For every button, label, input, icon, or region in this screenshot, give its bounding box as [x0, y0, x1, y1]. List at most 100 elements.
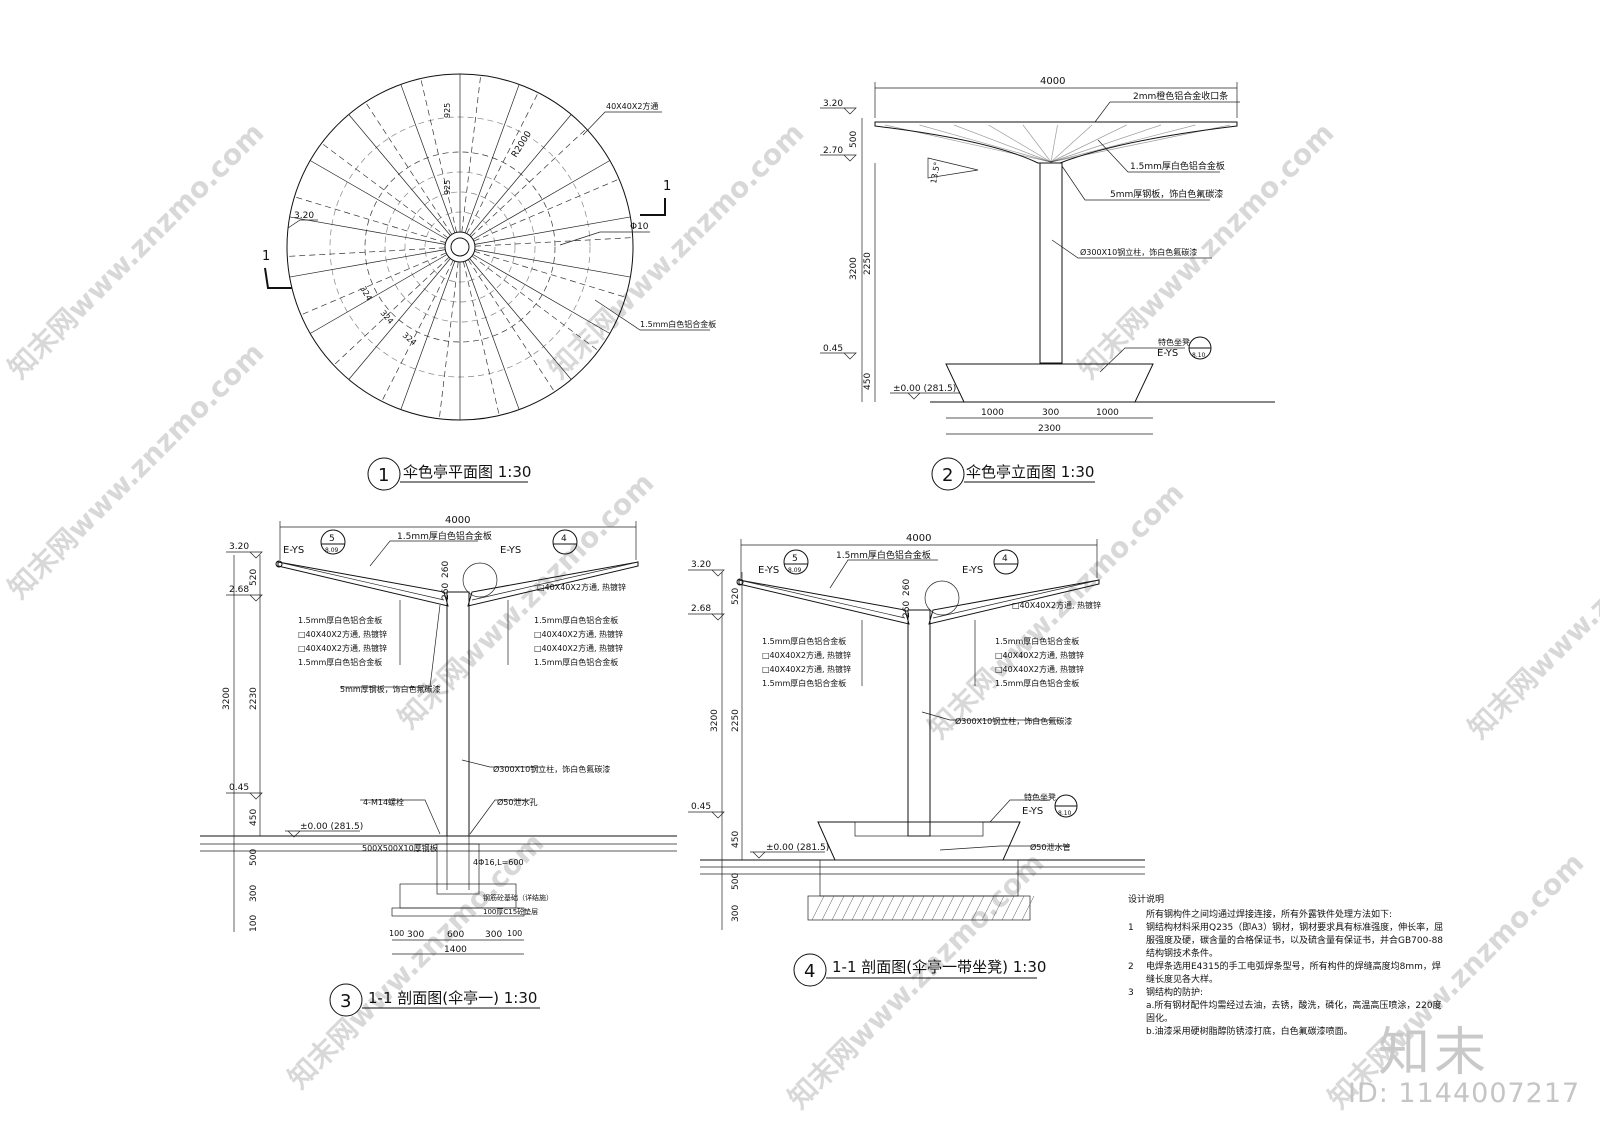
- dim-label: 500: [249, 849, 259, 866]
- note-number: 2: [1128, 962, 1134, 972]
- radial-rib: [289, 216, 446, 245]
- hatch-line: [821, 895, 835, 921]
- note-text: 钢结构的防护:: [1146, 988, 1204, 998]
- elevation-mark: [820, 352, 857, 360]
- canopy-rib: [277, 561, 445, 601]
- hatch-line: [1011, 895, 1025, 921]
- elevation-label: 3.20: [823, 99, 843, 109]
- dim-label: 500: [731, 873, 741, 890]
- dim-label: 2250: [731, 709, 741, 732]
- tube-label: □40X40X2方通, 热镀锌: [537, 582, 626, 592]
- radial-rib-dashed: [301, 252, 447, 315]
- edge-label: 2mm橙色铝合金收口条: [1133, 90, 1228, 102]
- leader-line: [1051, 239, 1212, 259]
- dim-label: 324: [378, 309, 395, 326]
- elevation-label: 3.20: [691, 560, 711, 570]
- leader-line: [369, 540, 478, 567]
- elevation-label: ±0.00 (281.5): [300, 822, 363, 832]
- radial-rib: [464, 260, 520, 410]
- radial-rib-dashed: [365, 102, 453, 235]
- detail-ref-number: 5: [792, 554, 798, 564]
- rod-label: Φ10: [630, 222, 649, 232]
- notes-heading: 设计说明: [1128, 895, 1165, 905]
- top-panel-label: 1.5mm厚白色铝合金板: [836, 549, 931, 561]
- radial-rib-dashed: [420, 79, 457, 233]
- hatch-line: [1001, 895, 1015, 921]
- drawing-number-badge: [931, 457, 965, 491]
- note-text: a.所有钢材配件均需经过去油，去锈，酸洗，磷化，高温高压喷涂，220度固化。: [1146, 1001, 1442, 1024]
- elevation-mark: [820, 107, 857, 115]
- hatch-line: [841, 895, 855, 921]
- watermark: 知末网www.znzmo.com: [922, 476, 1191, 745]
- elevation-mark: [287, 219, 318, 229]
- leader-line: [469, 799, 530, 835]
- radial-rib: [474, 216, 631, 245]
- layer-label: 1.5mm厚白色铝合金板: [298, 657, 382, 667]
- canopy-ray: [1050, 124, 1127, 163]
- dim-label: 100: [507, 929, 522, 938]
- canopy-ray: [1050, 124, 1162, 163]
- layer-label: 1.5mm厚白色铝合金板: [762, 636, 846, 646]
- layer-label: 1.5mm厚白色铝合金板: [762, 678, 846, 688]
- dim-label: 1000: [1096, 408, 1119, 418]
- width-dim: 4000: [906, 533, 931, 544]
- drawing-title: 1-1 剖面图(伞亭一带坐凳) 1:30: [832, 958, 1046, 976]
- hatch-line: [831, 895, 845, 921]
- seat-bench: [945, 363, 1154, 403]
- elevation-label: 2.70: [823, 146, 843, 156]
- dim-label: 450: [731, 831, 741, 848]
- watermark: 知末网www.znzmo.com: [2, 116, 271, 385]
- layer-label: □40X40X2方通, 热镀锌: [534, 643, 623, 653]
- canopy-rib: [932, 579, 1100, 619]
- column-label: Ø300X10钢立柱，饰白色氟碳漆: [1080, 247, 1197, 257]
- notes-intro: 所有钢构件之间均通过焊接连接，所有外露铁件处理方法如下:: [1146, 910, 1393, 920]
- seat-bench: [817, 821, 1021, 861]
- hatch-line: [961, 895, 975, 921]
- canopy-rib: [471, 561, 639, 601]
- detail-ref-number: 4: [561, 534, 567, 544]
- radial-rib: [474, 249, 631, 278]
- hatch-line: [931, 895, 945, 921]
- elevation-label: ±0.00 (281.5): [766, 843, 829, 853]
- radial-rib-dashed: [288, 247, 446, 257]
- detail-ref-badge: [993, 549, 1019, 575]
- steel-column: [446, 591, 470, 837]
- drawing-title: 1-1 剖面图(伞亭一) 1:30: [368, 989, 537, 1007]
- column-ring: [444, 231, 476, 263]
- note-number: 1: [1128, 923, 1134, 933]
- inner-ring: [364, 151, 556, 343]
- dim-label: 260: [902, 601, 912, 618]
- radial-rib: [472, 254, 610, 334]
- dim-label: 100: [249, 915, 259, 932]
- radial-rib-dashed: [322, 143, 449, 239]
- dim-label: 1400: [444, 945, 467, 955]
- radial-rib: [464, 84, 520, 234]
- hatch-line: [871, 895, 885, 921]
- elevation-label: 0.45: [691, 802, 711, 812]
- radial-rib-dashed: [474, 251, 625, 298]
- section-mark-label: 1: [663, 179, 671, 194]
- radial-rib-dashed: [334, 256, 450, 365]
- canopy-left: [738, 579, 910, 625]
- hatch-line: [901, 895, 915, 921]
- detail-ref-code: E-YS: [283, 545, 304, 556]
- layer-label: 1.5mm厚白色铝合金板: [298, 615, 382, 625]
- dim-label: 600: [447, 930, 464, 940]
- dim-label: 260: [441, 583, 451, 600]
- leader-line: [989, 799, 1050, 823]
- leader-line: [829, 559, 938, 589]
- seat-label: 特色坐凳: [1024, 792, 1056, 802]
- watermark: 知末网www.znzmo.com: [1462, 476, 1600, 745]
- detail-ref-sheet: 8.10: [1058, 810, 1072, 817]
- drawing-number: 4: [804, 961, 815, 982]
- leader-line: [1097, 139, 1220, 173]
- detail-circle: [462, 562, 498, 598]
- detail-ref-number: 4: [1002, 554, 1008, 564]
- watermark: 知末网www.znzmo.com: [542, 116, 811, 385]
- hatch-line: [881, 895, 895, 921]
- drawing-number: 2: [942, 465, 953, 486]
- elevation-mark: [688, 569, 725, 577]
- hatch-line: [891, 895, 905, 921]
- section-mark-right: [640, 198, 666, 216]
